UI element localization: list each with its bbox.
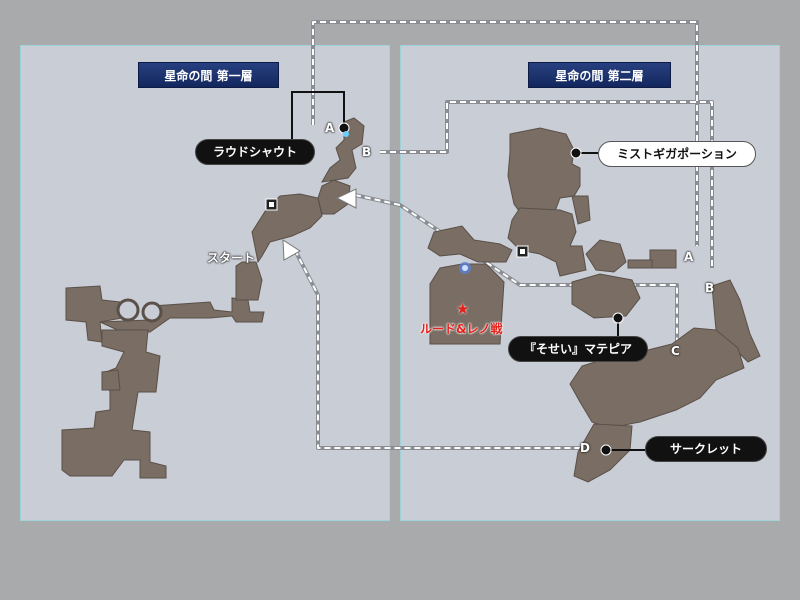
floor-2-title: 星命の間 第二層: [528, 62, 671, 88]
start-label: スタート: [207, 251, 256, 265]
callout-circlet: サークレット: [645, 436, 767, 462]
save-point-icon: [265, 198, 278, 211]
connector-a-floor1: A: [325, 121, 335, 135]
arrow-up-left-icon: [282, 239, 301, 261]
callout-mist-giga-potion: ミストギガポーション: [598, 141, 756, 167]
connector-d: D: [580, 441, 590, 455]
floor-2-terrain: [427, 127, 761, 483]
connector-a-floor2: A: [684, 250, 694, 264]
floor-1-terrain: [61, 117, 365, 479]
save-glow-icon: [343, 131, 349, 137]
item-pin-icon: [612, 312, 624, 324]
boss-star-icon: ★: [456, 300, 470, 318]
connector-b-floor1: B: [362, 145, 372, 159]
save-point-icon: [516, 245, 529, 258]
arrow-left-icon: [335, 188, 357, 209]
laud-leader: [291, 91, 345, 139]
route-lines: [293, 20, 714, 450]
item-pin-icon: [570, 147, 582, 159]
item-pin-icon: [600, 444, 612, 456]
boss-label: ルード&レノ戦: [420, 322, 503, 336]
connector-c: C: [671, 344, 680, 358]
connector-b-floor2: B: [705, 281, 715, 295]
callout-laud-shout: ラウドシャウト: [195, 139, 315, 165]
callout-sosei-materia: 『そせい』マテピア: [508, 336, 648, 362]
floor-1-title: 星命の間 第一層: [138, 62, 279, 88]
boss-glow-icon: [459, 262, 471, 274]
